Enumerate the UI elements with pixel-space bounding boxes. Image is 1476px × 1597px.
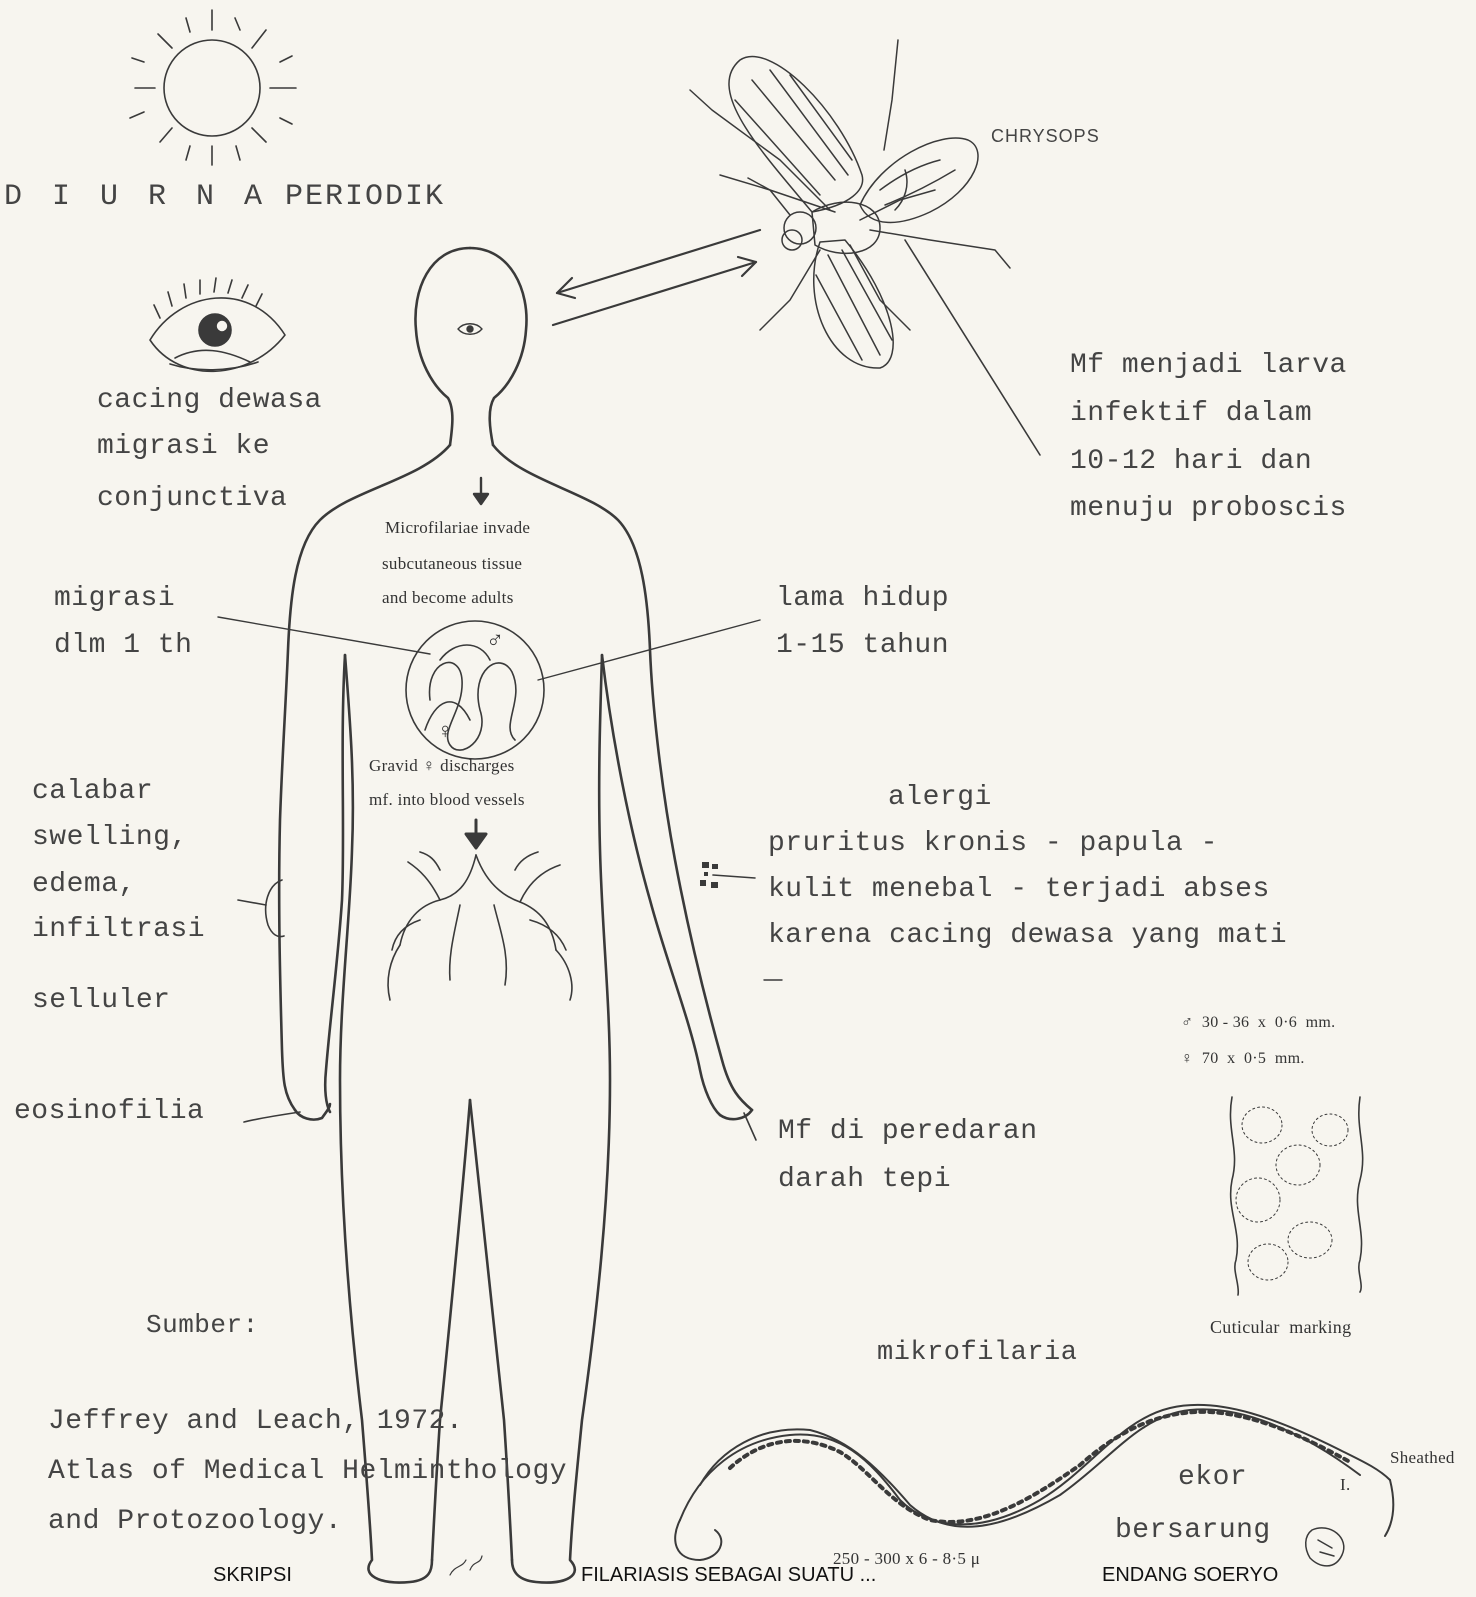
footer-right: ENDANG SOERYO bbox=[1102, 1564, 1278, 1587]
roman-one: I. bbox=[1340, 1475, 1351, 1495]
forehead-eye-icon bbox=[458, 324, 482, 335]
blood-vessels-icon bbox=[388, 852, 572, 1000]
sheathed-label: Sheathed bbox=[1390, 1448, 1455, 1468]
allergy-pointer-line bbox=[713, 875, 755, 878]
sun-icon bbox=[130, 10, 296, 165]
down-arrow-icon bbox=[474, 478, 488, 504]
microfilaria-icon bbox=[675, 1405, 1393, 1560]
human-figure bbox=[279, 248, 752, 1583]
eosinofilia-pointer-line bbox=[244, 1112, 300, 1122]
eye-icon bbox=[150, 278, 285, 371]
footer-center: FILARIASIS SEBAGAI SUATU ... bbox=[581, 1564, 876, 1587]
calabar-pointer-line bbox=[238, 900, 266, 905]
size-male: ♂ 30 - 36 x 0·6 mm. bbox=[1181, 1014, 1335, 1032]
footer-left: SKRIPSI bbox=[213, 1564, 292, 1587]
adult-worms-circle bbox=[406, 621, 544, 759]
migrasi-pointer-line bbox=[218, 617, 430, 654]
size-female: ♀ 70 x 0·5 mm. bbox=[1181, 1050, 1305, 1068]
cuticular-marking-icon bbox=[1230, 1097, 1362, 1295]
swelling-mark bbox=[266, 880, 284, 937]
source-label: Sumber: bbox=[146, 1311, 259, 1341]
sheath-tail-icon bbox=[1306, 1528, 1344, 1566]
title-diurna: D I U R N A bbox=[4, 180, 268, 215]
mf-blood-pointer-line bbox=[744, 1113, 756, 1140]
title-periodik: PERIODIK bbox=[285, 180, 445, 215]
transmission-arrows bbox=[553, 230, 760, 325]
down-arrow-icon-2 bbox=[466, 820, 486, 848]
fly-pointer-line bbox=[905, 240, 1040, 455]
mikrofilaria-label: mikrofilaria bbox=[877, 1338, 1077, 1369]
cuticular-label: Cuticular marking bbox=[1210, 1317, 1351, 1338]
female-symbol: ♀ bbox=[437, 718, 454, 743]
vector-label: CHRYSOPS bbox=[991, 126, 1100, 147]
chrysops-fly-icon bbox=[690, 40, 1010, 368]
male-symbol: ♂ bbox=[486, 628, 504, 656]
artist-signature bbox=[450, 1556, 482, 1575]
eosinofilia-label: eosinofilia bbox=[14, 1096, 204, 1128]
